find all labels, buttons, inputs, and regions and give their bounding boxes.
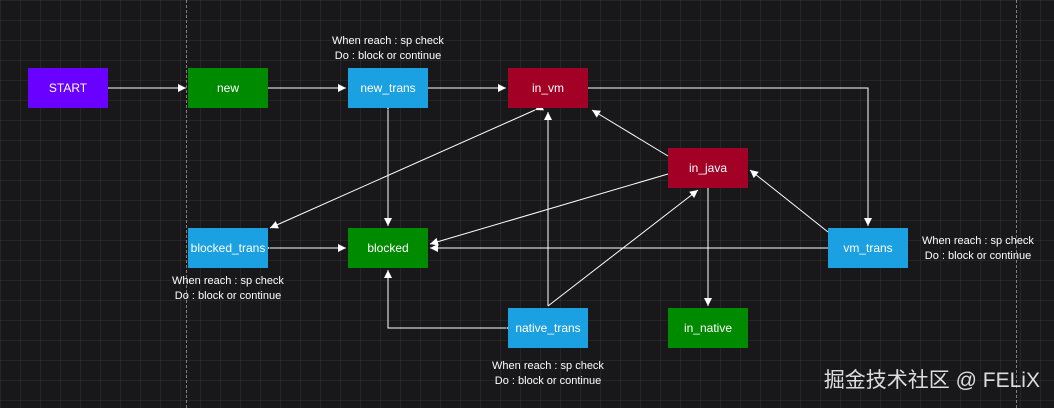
note-blocked-trans-line1: When reach : sp check <box>172 275 284 287</box>
edge-injava-blocked <box>429 167 677 246</box>
edge-invm-vmtrans <box>588 87 872 226</box>
edge-vmtrans-injava <box>749 169 829 233</box>
divider-line-left <box>186 0 187 408</box>
watermark: 掘金技术社区 @ FELiX <box>823 369 1040 392</box>
edge-injava-invm <box>591 109 669 157</box>
node-in-java: in_java <box>668 148 748 188</box>
edge-invm-blockedtrans <box>269 103 544 229</box>
note-new-trans-line1: When reach : sp check <box>332 35 444 47</box>
note-vm-trans-line1: When reach : sp check <box>922 235 1034 247</box>
divider-line-right <box>1016 0 1017 408</box>
node-native-trans: native_trans <box>508 308 588 348</box>
node-start: START <box>28 68 108 108</box>
edge-nativetrans-blocked <box>384 270 514 332</box>
note-native-trans: When reach : sp check Do : block or cont… <box>478 359 618 389</box>
node-new: new <box>188 68 268 108</box>
node-vm-trans: vm_trans <box>828 228 908 268</box>
note-vm-trans: When reach : sp check Do : block or cont… <box>908 234 1048 264</box>
node-new-trans: new_trans <box>348 68 428 108</box>
note-new-trans: When reach : sp check Do : block or cont… <box>318 34 458 64</box>
note-native-trans-line1: When reach : sp check <box>492 360 604 372</box>
node-in-native: in_native <box>668 308 748 348</box>
note-blocked-trans: When reach : sp check Do : block or cont… <box>158 274 298 304</box>
node-in-vm: in_vm <box>508 68 588 108</box>
edge-nativetrans-injava <box>547 189 699 307</box>
note-new-trans-line2: Do : block or continue <box>334 50 442 62</box>
note-vm-trans-line2: Do : block or continue <box>924 250 1032 262</box>
note-blocked-trans-line2: Do : block or continue <box>174 290 282 302</box>
node-blocked-trans: blocked_trans <box>188 228 268 268</box>
node-blocked: blocked <box>348 228 428 268</box>
note-native-trans-line2: Do : block or continue <box>494 375 602 387</box>
